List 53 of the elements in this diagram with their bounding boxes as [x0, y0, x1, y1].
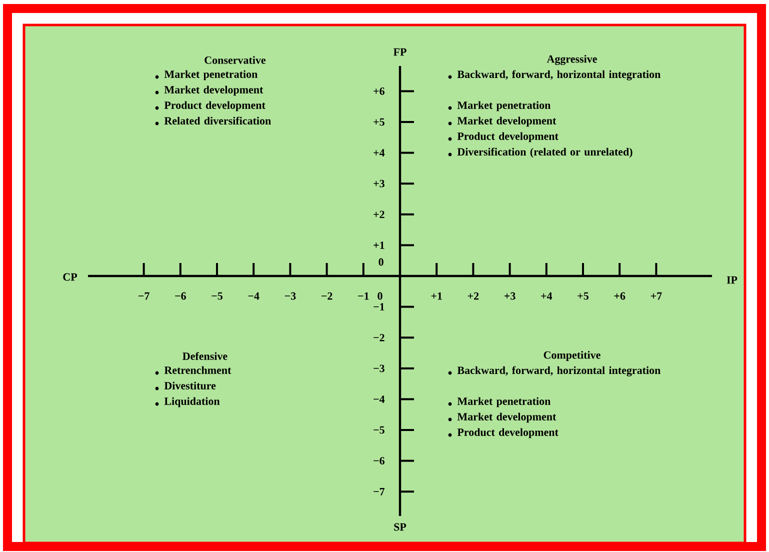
tick-label: −4 — [374, 396, 385, 403]
axis-label: IP — [726, 276, 738, 284]
tick-label: −7 — [138, 292, 150, 300]
tick-label: +7 — [650, 292, 662, 300]
tick-label: −1 — [358, 292, 369, 300]
tick-label: −5 — [374, 426, 384, 434]
strategy-item: Retrenchment — [164, 366, 232, 374]
quadrant-heading: Competitive — [544, 351, 600, 361]
tick-label: −6 — [175, 292, 186, 300]
tick-label: −2 — [322, 292, 332, 300]
strategy-item: Related diversification — [164, 116, 271, 125]
tick-label: +1 — [431, 292, 442, 300]
tick-label: 0 — [378, 258, 384, 266]
strategy-item: Market development — [164, 86, 264, 96]
tick-label: +4 — [374, 149, 385, 156]
strategy-item: Market penetration — [457, 397, 550, 408]
quadrant-heading: Defensive — [182, 352, 228, 360]
tick-label: +2 — [468, 292, 479, 300]
strategy-item: Market development — [457, 412, 556, 423]
tick-label: +2 — [374, 210, 384, 218]
tick-label: −2 — [374, 334, 384, 342]
strategy-item: Market penetration — [164, 70, 258, 80]
strategy-item: Backward, forward, horizontal integration — [457, 70, 660, 80]
tick-label: −3 — [284, 292, 296, 300]
axis-label: FP — [393, 48, 406, 56]
quadrant-heading: Aggressive — [546, 54, 597, 66]
tick-label: −1 — [374, 303, 384, 310]
tick-label: −6 — [374, 457, 384, 464]
strategy-item: Liquidation — [164, 397, 220, 408]
tick-label: +5 — [578, 292, 588, 300]
tick-label: 0 — [378, 292, 382, 300]
axis-label: SP — [394, 523, 406, 531]
tick-label: −4 — [248, 292, 260, 300]
tick-label: +4 — [541, 292, 552, 300]
strategy-item: Product development — [457, 132, 558, 142]
tick-label: +3 — [374, 180, 384, 188]
tick-label: +3 — [504, 292, 516, 300]
strategy-item: Product development — [457, 428, 558, 438]
tick-label: +1 — [374, 242, 384, 249]
strategy-item: Divestiture — [164, 382, 216, 390]
strategy-item: Product development — [164, 101, 266, 112]
tick-label: −5 — [212, 292, 222, 300]
strategy-item: Market penetration — [457, 101, 550, 112]
tick-label: +6 — [374, 88, 384, 95]
tick-label: −3 — [374, 364, 384, 372]
axis-label: CP — [63, 273, 77, 281]
quadrant-heading: Conservative — [204, 56, 266, 64]
tick-label: +5 — [374, 118, 384, 126]
tick-label: +6 — [614, 292, 626, 300]
strategy-item: Market development — [457, 116, 556, 127]
strategy-item: Diversification (related or unrelated) — [457, 148, 632, 158]
tick-label: −7 — [374, 488, 385, 496]
strategy-item: Backward, forward, horizontal integration — [457, 366, 660, 376]
